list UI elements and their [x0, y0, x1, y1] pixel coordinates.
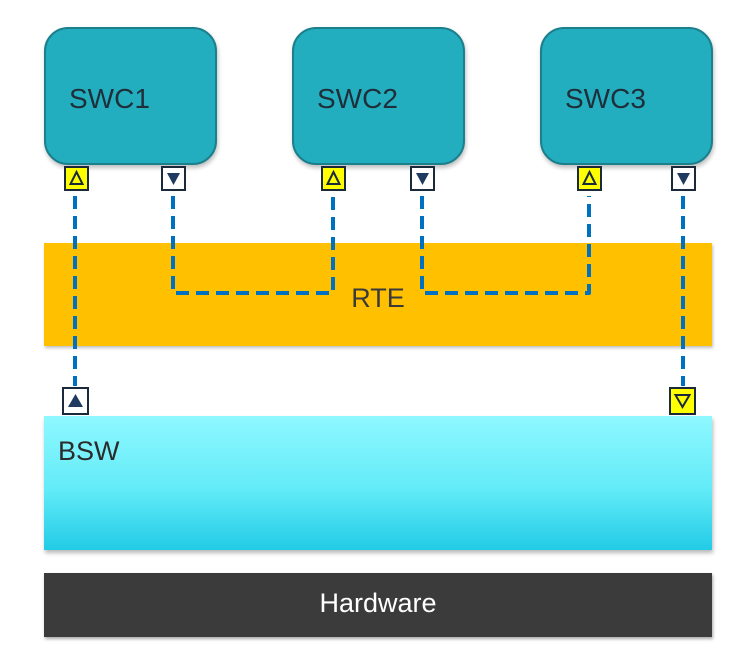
swc2-provide-port — [321, 166, 346, 191]
swc2-component: SWC2 — [292, 27, 465, 165]
rte-layer: RTE — [44, 243, 712, 346]
swc3-component: SWC3 — [540, 27, 713, 165]
rte-label: RTE — [351, 283, 405, 313]
swc2-require-port — [410, 166, 435, 191]
bsw-right-port — [669, 387, 696, 415]
swc1-provide-port — [64, 166, 89, 191]
bsw-left-port — [62, 387, 89, 415]
swc1-label: SWC1 — [69, 83, 150, 114]
hardware-layer: Hardware — [44, 573, 712, 637]
swc3-require-port — [671, 166, 696, 191]
bsw-label: BSW — [58, 436, 120, 466]
swc3-provide-port — [577, 166, 602, 191]
swc2-label: SWC2 — [317, 83, 398, 114]
swc1-component: SWC1 — [44, 27, 217, 165]
bsw-layer: BSW — [44, 416, 712, 550]
hardware-label: Hardware — [319, 588, 437, 618]
swc1-require-port — [161, 166, 186, 191]
swc3-label: SWC3 — [565, 83, 646, 114]
